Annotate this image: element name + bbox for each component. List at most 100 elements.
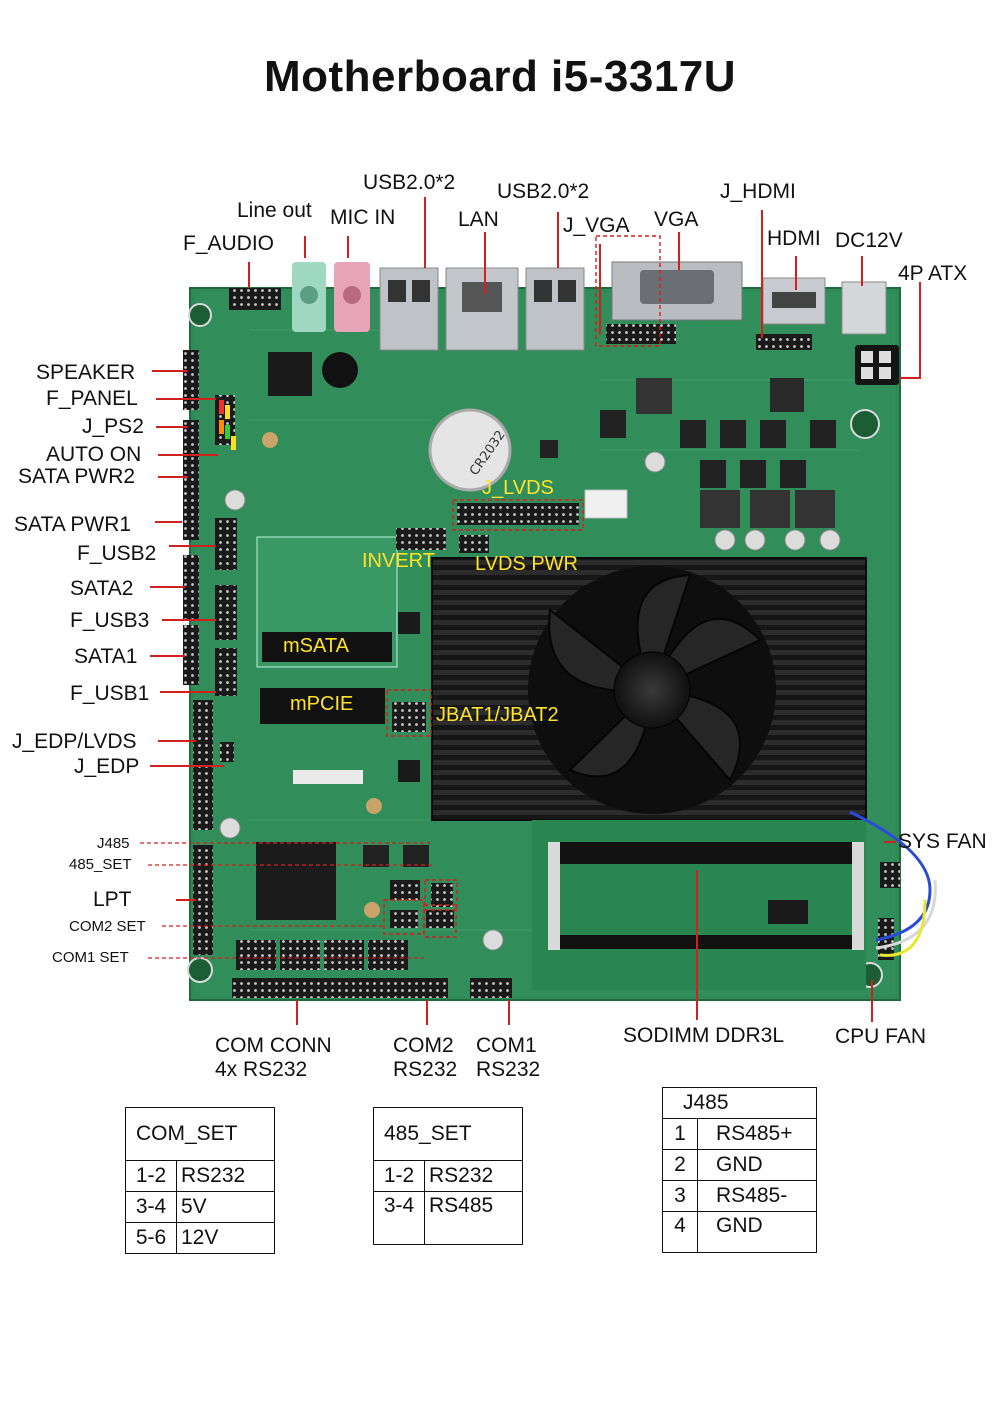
sata1-label: SATA1 (74, 645, 138, 668)
j-hdmi-header (756, 334, 812, 350)
table-cell: 3 (662, 1180, 698, 1212)
mpcie-slot (260, 688, 385, 724)
f-usb1-label: F_USB1 (70, 682, 150, 705)
cpu-heatsink (431, 557, 867, 821)
j485-header: J485 (662, 1087, 817, 1119)
table-row: 1-2 RS232 (373, 1160, 523, 1192)
table-cell: GND (697, 1211, 817, 1253)
leader-lines (150, 197, 921, 1025)
line-out-label: Line out (237, 199, 312, 222)
j485-table: J485 1 RS485+ 2 GND 3 RS485- 4 GND (662, 1087, 817, 1253)
lpt-label: LPT (93, 888, 132, 911)
table-cell: RS232 (424, 1160, 523, 1192)
speaker-buzzer (322, 352, 358, 388)
f-panel-label: F_PANEL (46, 387, 138, 410)
cmos-battery (428, 408, 512, 492)
j-vga-header (606, 324, 676, 344)
table-cell: 2 (662, 1149, 698, 1181)
super-io-chip (256, 842, 336, 920)
j-ps2-label: J_PS2 (82, 415, 144, 438)
j-hdmi-label: J_HDMI (720, 180, 796, 203)
f-panel-leds (219, 400, 236, 450)
table-row: 1 RS485+ (662, 1118, 817, 1150)
mpcie-label: mPCIE (290, 693, 354, 715)
table-cell: 5-6 (125, 1222, 177, 1254)
485-set-label: 485_SET (69, 856, 132, 873)
com2-set-label: COM2 SET (69, 918, 146, 935)
f-audio-label: F_AUDIO (183, 232, 275, 255)
485-set-table: 485_SET 1-2 RS232 3-4 RS485 (373, 1107, 523, 1245)
vga-label: VGA (654, 208, 699, 231)
com-set-header: COM_SET (125, 1107, 275, 1161)
lan-label: LAN (458, 208, 499, 231)
auto-on-label: AUTO ON (46, 443, 142, 466)
usb-top1-label: USB2.0*2 (363, 171, 456, 194)
table-row: 2 GND (662, 1149, 817, 1181)
dc12v-label: DC12V (835, 229, 903, 252)
table-row: 5-6 12V (125, 1222, 275, 1254)
jbat-header (392, 702, 426, 732)
sata2-label: SATA2 (70, 577, 134, 600)
msata-slot (256, 536, 398, 668)
table-cell: RS485 (424, 1191, 523, 1245)
misc-components: CR2032 (219, 352, 841, 951)
table-cell: RS232 (176, 1160, 275, 1192)
speaker-label: SPEAKER (36, 361, 136, 384)
table-cell: 3-4 (125, 1191, 177, 1223)
table-row: 4 GND (662, 1211, 817, 1253)
j-vga-label: J_VGA (563, 214, 630, 237)
table-row: 1-2 RS232 (125, 1160, 275, 1192)
audio-chip (268, 352, 312, 396)
serial-sticker (293, 770, 363, 784)
usb-top2-label: USB2.0*2 (497, 180, 590, 203)
j-lvds-label: J_LVDS (482, 477, 554, 499)
table-cell: 1-2 (373, 1160, 425, 1192)
rear-io (229, 261, 899, 385)
table-cell: RS485+ (697, 1118, 817, 1150)
com-conn-label: COM CONN (215, 1034, 332, 1057)
table-cell: 3-4 (373, 1191, 425, 1245)
com2-label: COM2 (393, 1034, 454, 1057)
invert-label: INVERT (362, 550, 435, 572)
j-lvds-header (457, 503, 579, 525)
fan-cables (849, 810, 937, 957)
table-cell: 1 (662, 1118, 698, 1150)
j-edp-label: J_EDP (74, 755, 140, 778)
jbat-label: JBAT1/JBAT2 (436, 704, 559, 726)
mic-in-label: MIC IN (330, 206, 396, 229)
msata-label: mSATA (283, 635, 349, 657)
dashed-leader-lines (140, 842, 432, 959)
table-cell: GND (697, 1149, 817, 1181)
sys-fan-label: SYS FAN (898, 830, 987, 853)
highlight-boxes (383, 235, 661, 938)
lan-port (445, 267, 519, 351)
j-edp-lvds-label: J_EDP/LVDS (12, 730, 137, 753)
table-cell: RS485- (697, 1180, 817, 1212)
f-usb3-label: F_USB3 (70, 609, 150, 632)
table-cell: 12V (176, 1222, 275, 1254)
table-cell: 1-2 (125, 1160, 177, 1192)
sata-pwr2-label: SATA PWR2 (18, 465, 136, 488)
sodimm-label: SODIMM DDR3L (623, 1024, 785, 1047)
cpu-fan-label: CPU FAN (835, 1025, 927, 1048)
table-cell: 4 (662, 1211, 698, 1253)
atx-label: 4P ATX (898, 262, 968, 285)
table-row: 3-4 RS485 (373, 1191, 523, 1245)
dc12v-jack (841, 281, 887, 335)
com1-label: COM1 (476, 1034, 537, 1057)
table-cell: 5V (176, 1191, 275, 1223)
com-set-table: COM_SET 1-2 RS232 3-4 5V 5-6 12V (125, 1107, 275, 1254)
hdmi-label: HDMI (767, 227, 821, 250)
j485-label: J485 (97, 835, 130, 852)
com-conn-sub-label: 4x RS232 (215, 1058, 308, 1081)
sodimm-slot (532, 820, 866, 990)
table-row: 3 RS485- (662, 1180, 817, 1212)
table-row: 3-4 5V (125, 1191, 275, 1223)
lvds-pwr-header (459, 535, 489, 553)
com2-sub-label: RS232 (393, 1058, 458, 1081)
f-usb2-label: F_USB2 (77, 542, 157, 565)
f-audio-header (229, 288, 281, 310)
com1-set-label: COM1 SET (52, 949, 129, 966)
